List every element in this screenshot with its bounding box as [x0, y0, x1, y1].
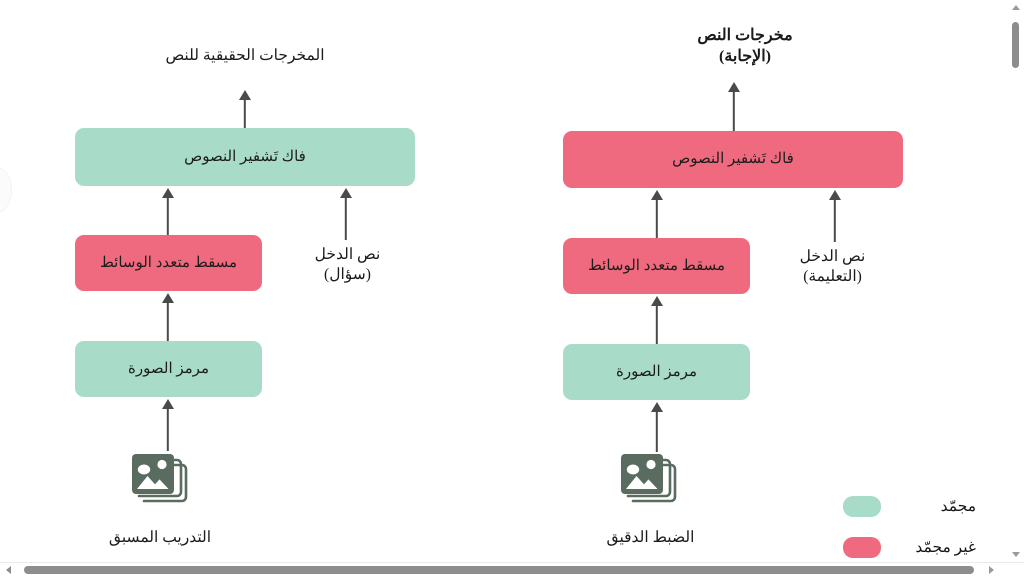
right-image-encoder-box[interactable]: مرمز الصورة	[563, 344, 750, 400]
right-source-label: الضبط الدقيق	[606, 529, 695, 546]
right-multimodal-projector-label: مسقط متعدد الوسائط	[587, 257, 726, 274]
right-output-label-line1: مخرجات النص	[697, 27, 793, 44]
right-arrow-encoder-to-projector	[650, 296, 664, 344]
right-image-encoder-label: مرمز الصورة	[616, 363, 697, 380]
left-source-label: التدريب المسبق	[108, 529, 212, 546]
left-multimodal-projector-label: مسقط متعدد الوسائط	[99, 254, 238, 271]
legend-swatch-frozen	[843, 496, 881, 517]
scroll-up-arrow-icon[interactable]	[1012, 5, 1020, 10]
scroll-left-arrow-icon[interactable]	[6, 565, 11, 574]
right-arrow-inputtext-to-decoder	[828, 190, 842, 242]
right-input-text-line1: نص الدخل	[799, 248, 866, 265]
right-input-text-line2: (التعليمة)	[803, 268, 862, 286]
scroll-down-arrow-icon[interactable]	[1012, 552, 1020, 557]
left-image-stack-icon	[130, 452, 192, 511]
left-arrow-decoder-to-output	[238, 90, 252, 128]
left-arrow-inputtext-to-decoder	[339, 188, 353, 240]
left-image-encoder-box[interactable]: مرمز الصورة	[75, 341, 262, 397]
left-input-text-line1: نص الدخل	[314, 246, 381, 263]
right-output-label: مخرجات النص (الإجابة)	[650, 26, 840, 68]
horizontal-scrollbar[interactable]	[0, 562, 1024, 576]
legend-label-frozen: مجمّد	[940, 498, 976, 515]
legend-label-unfrozen: غير مجمّد	[915, 539, 976, 556]
left-image-encoder-label: مرمز الصورة	[128, 360, 209, 377]
left-arrow-encoder-to-projector	[161, 293, 175, 341]
left-input-text-label: نص الدخل (سؤال)	[285, 245, 410, 285]
right-arrow-images-to-encoder	[650, 402, 664, 452]
right-text-decoder-box[interactable]: فاك تَشفير النصوص	[563, 131, 903, 188]
left-arrow-projector-to-decoder	[161, 188, 175, 236]
right-multimodal-projector-box[interactable]: مسقط متعدد الوسائط	[563, 238, 750, 294]
right-input-text-label: نص الدخل (التعليمة)	[770, 247, 895, 287]
left-input-text-line2: (سؤال)	[324, 266, 371, 284]
legend-swatch-unfrozen	[843, 537, 881, 558]
left-arrow-images-to-encoder	[161, 399, 175, 451]
left-text-decoder-label: فاك تَشفير النصوص	[184, 148, 306, 165]
left-output-label: المخرجات الحقيقية للنص	[165, 47, 325, 64]
right-arrow-decoder-to-output	[727, 82, 741, 131]
vertical-scrollbar[interactable]	[1008, 0, 1024, 562]
right-text-decoder-label: فاك تَشفير النصوص	[672, 151, 794, 168]
scroll-right-arrow-icon[interactable]	[989, 565, 994, 574]
horizontal-scrollbar-thumb[interactable]	[24, 566, 974, 574]
left-multimodal-projector-box[interactable]: مسقط متعدد الوسائط	[75, 235, 262, 291]
right-image-stack-icon	[619, 452, 681, 511]
vertical-scrollbar-thumb[interactable]	[1012, 22, 1019, 68]
right-arrow-projector-to-decoder	[650, 190, 664, 239]
right-output-label-line2: (الإجابة)	[718, 47, 772, 65]
left-text-decoder-box[interactable]: فاك تَشفير النصوص	[75, 128, 415, 186]
edge-decoration	[0, 168, 12, 212]
